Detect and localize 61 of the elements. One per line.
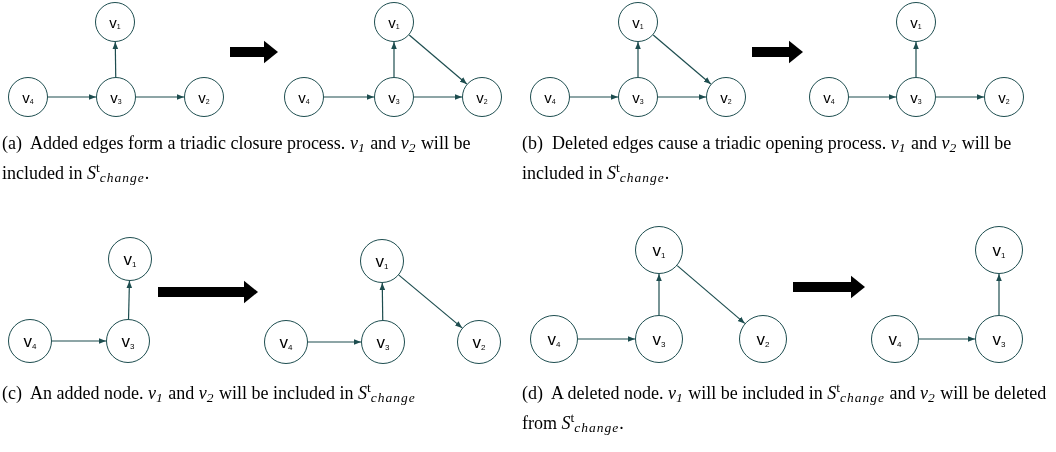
arrow bbox=[656, 273, 662, 316]
block-arrow bbox=[752, 40, 803, 64]
node-label: v$_{2}$ bbox=[756, 330, 770, 348]
node-label: v$_{2}$ bbox=[998, 89, 1010, 105]
node-label: v$_{1}$ bbox=[992, 241, 1006, 259]
arrow bbox=[848, 94, 897, 100]
caption: (b) Deleted edges cause a triadic opening process. v$_{1}$ and v$_{2}$ will be included in S$^{t}$$_{change}$. bbox=[522, 132, 1013, 188]
node-label: v$_{1}$ bbox=[388, 14, 400, 30]
node-label: v$_{4}$ bbox=[547, 330, 561, 348]
arrow bbox=[569, 94, 619, 100]
node-label: v$_{2}$ bbox=[198, 89, 210, 105]
node-label: v$_{3}$ bbox=[388, 89, 400, 105]
arrow bbox=[676, 265, 746, 324]
node-label: v$_{4}$ bbox=[823, 89, 835, 105]
block-arrow bbox=[230, 40, 278, 64]
node-label: v$_{3}$ bbox=[992, 330, 1006, 348]
arrow bbox=[577, 336, 636, 342]
node-label: v$_{3}$ bbox=[910, 89, 922, 105]
block-arrow bbox=[158, 280, 258, 304]
arrow bbox=[913, 41, 919, 78]
node-label: v$_{3}$ bbox=[110, 89, 122, 105]
arrow bbox=[391, 41, 397, 78]
arrow bbox=[413, 94, 463, 100]
node-label: v$_{3}$ bbox=[121, 332, 135, 350]
node-label: v$_{4}$ bbox=[279, 333, 293, 351]
arrow bbox=[126, 280, 133, 320]
arrow bbox=[398, 274, 463, 329]
arrow bbox=[323, 94, 375, 100]
node-label: v$_{1}$ bbox=[652, 241, 666, 259]
arrow bbox=[635, 41, 641, 78]
node-label: v$_{3}$ bbox=[652, 330, 666, 348]
arrow bbox=[379, 282, 386, 321]
arrow bbox=[996, 273, 1002, 316]
node-label: v$_{1}$ bbox=[375, 252, 389, 270]
arrow bbox=[918, 336, 976, 342]
node-label: v$_{1}$ bbox=[910, 14, 922, 30]
node-label: v$_{1}$ bbox=[109, 14, 121, 30]
node-label: v$_{2}$ bbox=[472, 333, 486, 351]
node-label: v$_{4}$ bbox=[888, 330, 902, 348]
node-label: v$_{4}$ bbox=[298, 89, 310, 105]
node-label: v$_{4}$ bbox=[544, 89, 556, 105]
node-label: v$_{3}$ bbox=[632, 89, 644, 105]
arrow bbox=[935, 94, 985, 100]
node-label: v$_{4}$ bbox=[23, 332, 37, 350]
arrow bbox=[47, 94, 97, 100]
caption: (a) Added edges form a triadic closure process. v$_{1}$ and v$_{2}$ will be included in S$^{t}$$_{change}$. bbox=[2, 132, 472, 188]
node-label: v$_{2}$ bbox=[476, 89, 488, 105]
node-label: v$_{1}$ bbox=[123, 250, 137, 268]
block-arrow bbox=[793, 275, 865, 299]
arrow bbox=[652, 34, 712, 85]
node-label: v$_{3}$ bbox=[376, 333, 390, 351]
arrow bbox=[135, 94, 185, 100]
arrow bbox=[657, 94, 707, 100]
arrow bbox=[307, 339, 362, 345]
arrow bbox=[51, 338, 107, 344]
node-label: v$_{2}$ bbox=[720, 89, 732, 105]
arrow bbox=[408, 34, 468, 85]
node-label: v$_{4}$ bbox=[22, 89, 34, 105]
arrow bbox=[112, 41, 119, 78]
node-label: v$_{1}$ bbox=[632, 14, 644, 30]
caption: (d) A deleted node. v$_{1}$ will be included in S$^{t}$$_{change}$ and v$_{2}$ will be deleted from S$^{t}$$_{change}$. bbox=[522, 379, 1048, 438]
